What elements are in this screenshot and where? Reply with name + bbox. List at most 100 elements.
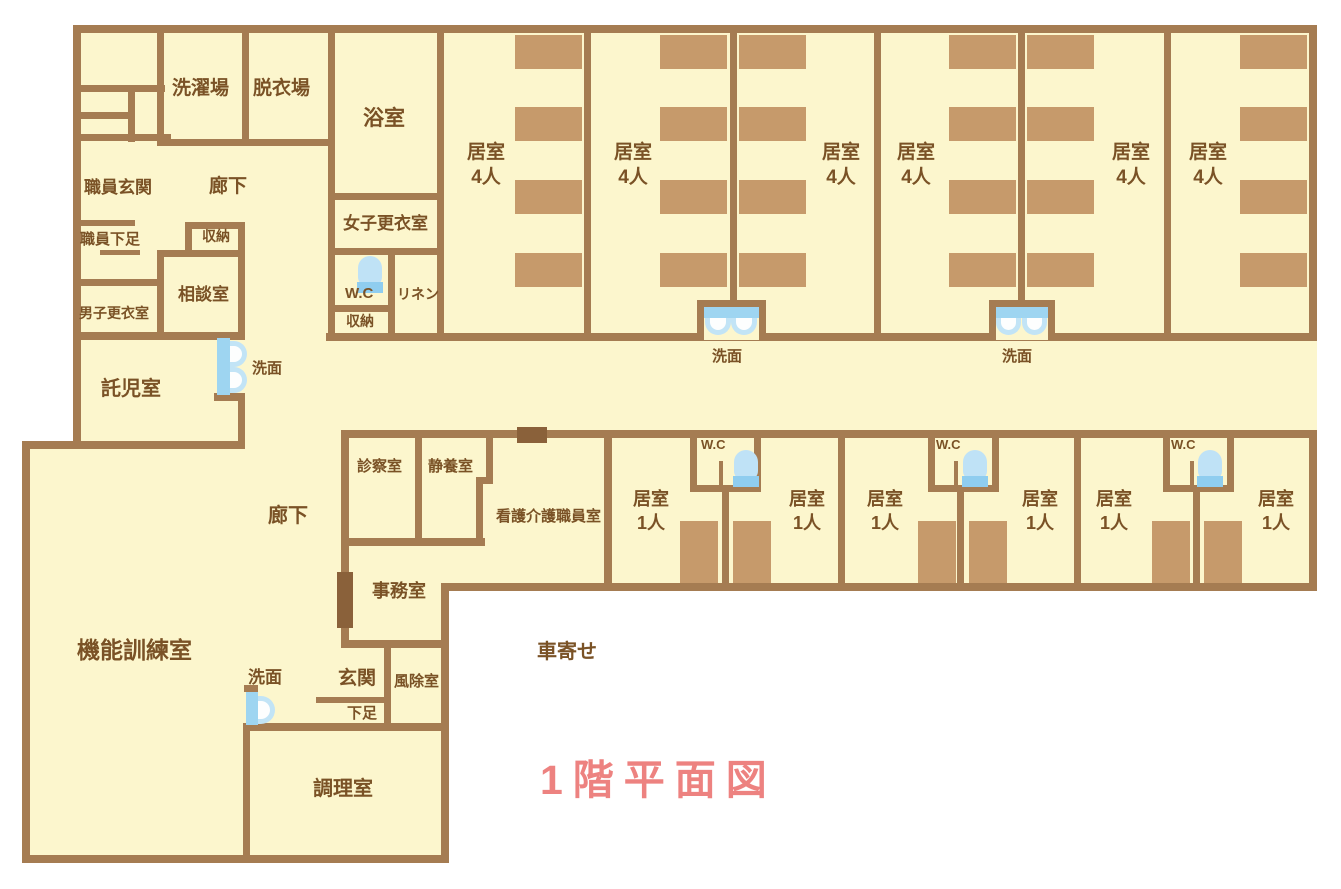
- label-line: 4人: [618, 167, 648, 188]
- label-line: 居室: [1188, 142, 1227, 163]
- wall: [954, 461, 958, 487]
- wall: [384, 647, 391, 731]
- wall: [238, 222, 245, 340]
- wall: [328, 248, 444, 255]
- room-label-bath: 浴室: [363, 107, 405, 130]
- door-marker: [517, 427, 547, 443]
- wall: [415, 435, 422, 545]
- wall: [1018, 33, 1025, 333]
- room-label-porch: 車寄せ: [537, 641, 597, 663]
- room-label-rest: 静養室: [428, 458, 474, 475]
- label-line: 居室: [789, 489, 825, 509]
- bed: [1240, 253, 1307, 287]
- label-line: 居室: [821, 142, 860, 163]
- room-label-kitchen: 調理室: [313, 778, 373, 800]
- room-label-wc-bath: W.C: [345, 285, 374, 302]
- toilet-icon: [733, 450, 759, 488]
- label-line: 居室: [1258, 489, 1294, 509]
- room-label-shoes: 下足: [347, 705, 378, 722]
- room-label-laundry: 洗濯場: [172, 78, 230, 99]
- wall: [838, 438, 845, 591]
- wall: [73, 25, 81, 449]
- room-label-consult: 相談室: [178, 285, 229, 304]
- wall: [328, 25, 335, 340]
- label-line: 4人: [901, 167, 931, 188]
- room-label-windbreak: 風除室: [394, 673, 440, 690]
- room-label-single-room-6: 居室 1人: [1251, 487, 1301, 535]
- bed: [660, 180, 727, 214]
- room-label-shared-room-6: 居室 4人: [1178, 140, 1238, 190]
- floor-corridor: [76, 333, 1317, 433]
- wall: [388, 252, 395, 340]
- wall: [604, 430, 612, 591]
- toilet-seat-icon: [1197, 476, 1223, 487]
- wall: [604, 430, 1317, 438]
- washbasin-sink-icon: [230, 341, 247, 367]
- bed: [515, 180, 582, 214]
- bed: [1240, 180, 1307, 214]
- bed: [515, 107, 582, 141]
- room-label-wc-1: W.C: [701, 437, 726, 452]
- bed: [1027, 35, 1094, 69]
- room-label-washbasin-a: 洗面: [712, 348, 743, 365]
- wall: [326, 333, 1317, 341]
- wall: [73, 25, 1317, 33]
- wall: [238, 393, 245, 449]
- label-line: 居室: [1111, 142, 1150, 163]
- wall: [22, 855, 449, 863]
- room-label-womens-changing: 女子更衣室: [343, 214, 428, 233]
- toilet-bowl-icon: [1198, 450, 1222, 480]
- wall: [328, 193, 444, 200]
- label-line: 4人: [1193, 167, 1223, 188]
- label-line: 居室: [633, 489, 669, 509]
- toilet-seat-icon: [733, 476, 759, 487]
- door-marker: [337, 572, 353, 628]
- wall: [73, 85, 165, 92]
- wall: [1193, 485, 1200, 591]
- wall: [719, 461, 723, 487]
- room-label-mens-changing: 男子更衣室: [79, 305, 149, 321]
- wall: [1309, 430, 1317, 591]
- bed: [949, 253, 1016, 287]
- wall: [486, 433, 493, 484]
- wall: [73, 220, 135, 226]
- wall: [957, 485, 964, 591]
- room-label-corridor-nw: 廊下: [209, 176, 248, 197]
- toilet-seat-icon: [962, 476, 988, 487]
- wall: [759, 300, 766, 340]
- bed: [739, 180, 806, 214]
- room-label-nurse-station: 看護介護職員室: [496, 508, 602, 525]
- room-label-office: 事務室: [372, 581, 426, 601]
- room-label-staff-entrance: 職員玄関: [84, 178, 152, 197]
- wall: [328, 305, 395, 312]
- bed: [733, 521, 771, 583]
- wall: [1164, 33, 1171, 333]
- wall: [341, 430, 611, 438]
- label-line: 4人: [471, 167, 501, 188]
- room-label-shared-room-3: 居室 4人: [811, 140, 871, 190]
- bed: [1027, 180, 1094, 214]
- label-line: 4人: [826, 167, 856, 188]
- bed: [739, 253, 806, 287]
- wall: [1190, 461, 1194, 487]
- bed: [680, 521, 718, 583]
- wall: [874, 33, 881, 333]
- room-label-nursery: 託児室: [101, 378, 161, 400]
- wall: [697, 300, 704, 340]
- bed: [515, 35, 582, 69]
- washbasin-counter: [217, 338, 230, 395]
- wall: [341, 640, 449, 648]
- room-label-linen: リネン: [397, 286, 439, 302]
- wall: [992, 430, 999, 492]
- room-label-wc-2: W.C: [936, 437, 961, 452]
- label-line: 1人: [1261, 513, 1290, 533]
- wall: [1309, 25, 1317, 340]
- room-label-training: 機能訓練室: [77, 637, 192, 663]
- wall: [157, 25, 164, 143]
- room-label-washbasin-training: 洗面: [248, 668, 282, 687]
